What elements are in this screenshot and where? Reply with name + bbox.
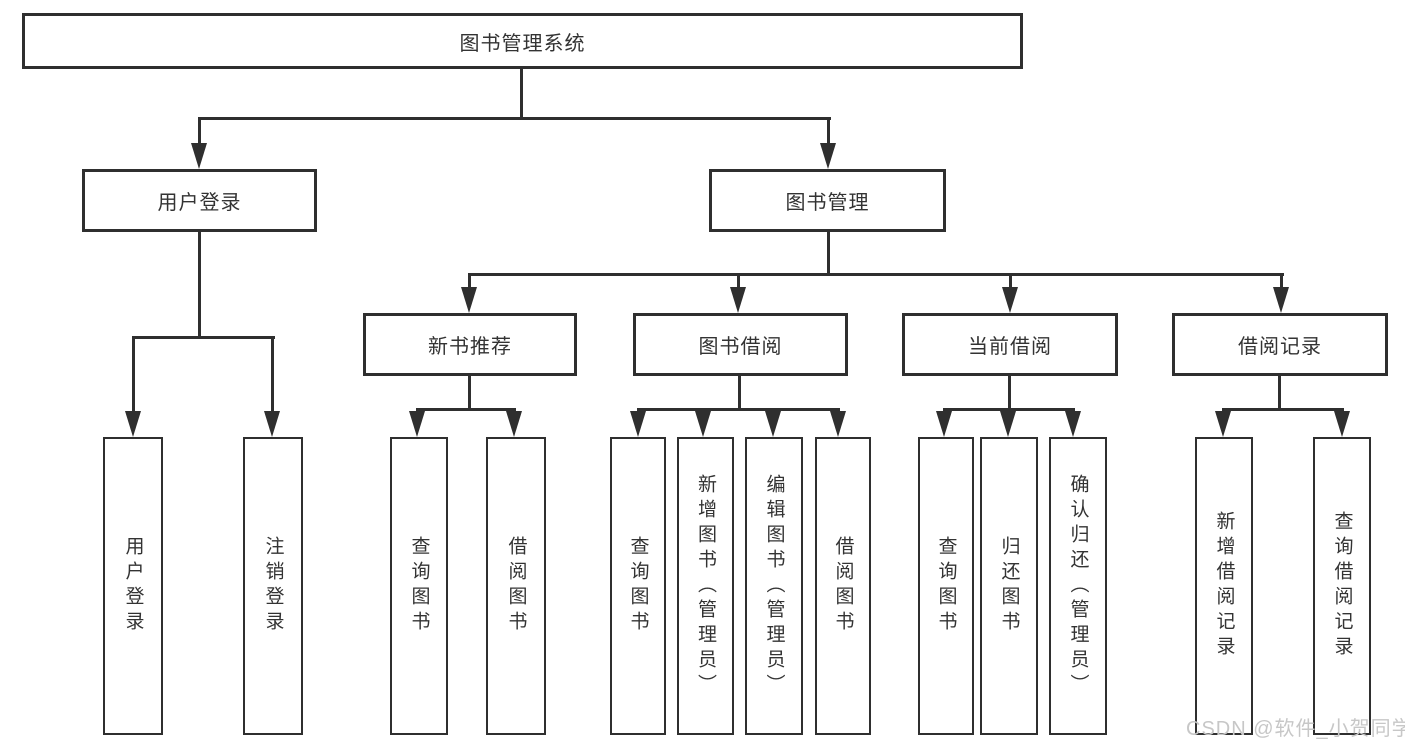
node-book-management: 图书管理 — [709, 169, 946, 232]
leaf-return-books: 归还图书 — [980, 437, 1038, 735]
arrow-down-add-books — [695, 411, 711, 437]
arrow-down-borrow-records — [1273, 287, 1289, 313]
node-root-library-system: 图书管理系统 — [22, 13, 1023, 69]
connector-current-borrow-stem — [1008, 376, 1011, 410]
connector-book-management-bar — [468, 273, 1284, 276]
leaf-label: 用户登录 — [122, 536, 144, 636]
csdn-watermark: CSDN @软件_小贺同学 — [1186, 718, 1405, 740]
arrow-down-book-management — [820, 143, 836, 169]
leaf-label: 查询借阅记录 — [1331, 511, 1353, 661]
leaf-query-books-current: 查询图书 — [918, 437, 974, 735]
connector-drop-book-borrow — [737, 273, 740, 289]
arrow-down-leaf-user-login — [125, 411, 141, 437]
connector-new-book-bar — [416, 408, 516, 411]
arrow-down-query-books-a — [409, 411, 425, 437]
leaf-query-books-borrow: 查询图书 — [610, 437, 666, 735]
node-label: 新书推荐 — [428, 336, 512, 358]
connector-drop-borrow-records — [1280, 273, 1283, 289]
connector-book-borrow-stem — [738, 376, 741, 410]
leaf-label: 确认归还（管理员） — [1067, 473, 1089, 699]
connector-drop-current-borrow — [1009, 273, 1012, 289]
arrow-down-book-borrow — [730, 287, 746, 313]
arrow-down-borrow-books-a — [506, 411, 522, 437]
arrow-down-confirm-return — [1065, 411, 1081, 437]
connector-drop-leaf-logout — [271, 336, 274, 414]
arrow-down-new-book — [461, 287, 477, 313]
connector-root-stem — [520, 69, 523, 119]
arrow-down-query-borrow-record — [1334, 411, 1350, 437]
connector-drop-new-book — [468, 273, 471, 289]
leaf-label: 编辑图书（管理员） — [763, 473, 785, 699]
connector-book-management-stem — [827, 232, 830, 276]
arrow-down-query-books-b — [630, 411, 646, 437]
leaf-label: 借阅图书 — [832, 536, 854, 636]
arrow-down-return-books — [1000, 411, 1016, 437]
node-borrow-records: 借阅记录 — [1172, 313, 1388, 376]
arrow-down-borrow-books-b — [830, 411, 846, 437]
leaf-borrow-books: 借阅图书 — [815, 437, 871, 735]
leaf-label: 查询图书 — [408, 536, 430, 636]
connector-drop-user-login — [198, 117, 201, 147]
leaf-label: 查询图书 — [935, 536, 957, 636]
leaf-add-books-admin: 新增图书（管理员） — [677, 437, 734, 735]
node-label: 图书管理 — [785, 192, 870, 214]
node-current-borrow: 当前借阅 — [902, 313, 1118, 376]
leaf-logout: 注销登录 — [243, 437, 303, 735]
leaf-edit-books-admin: 编辑图书（管理员） — [745, 437, 803, 735]
node-book-borrow: 图书借阅 — [633, 313, 848, 376]
arrow-down-current-borrow — [1002, 287, 1018, 313]
arrow-down-user-login — [191, 143, 207, 169]
connector-user-login-bar — [132, 336, 275, 339]
node-label: 当前借阅 — [968, 336, 1052, 358]
node-user-login: 用户登录 — [82, 169, 317, 232]
connector-borrow-records-stem — [1278, 376, 1281, 410]
node-new-book-recommend: 新书推荐 — [363, 313, 577, 376]
node-label: 图书管理系统 — [459, 32, 586, 55]
node-label: 借阅记录 — [1238, 336, 1322, 358]
connector-root-bar — [198, 117, 831, 120]
leaf-label: 查询图书 — [627, 536, 649, 636]
connector-book-borrow-bar — [637, 408, 840, 411]
leaf-query-borrow-record: 查询借阅记录 — [1313, 437, 1371, 735]
leaf-borrow-books-recommend: 借阅图书 — [486, 437, 546, 735]
leaf-label: 新增图书（管理员） — [695, 473, 716, 699]
arrow-down-query-books-c — [936, 411, 952, 437]
arrow-down-leaf-logout — [264, 411, 280, 437]
leaf-user-login: 用户登录 — [103, 437, 163, 735]
connector-new-book-stem — [468, 376, 471, 410]
connector-borrow-records-bar — [1222, 408, 1344, 411]
leaf-confirm-return-admin: 确认归还（管理员） — [1049, 437, 1107, 735]
leaf-label: 归还图书 — [998, 536, 1020, 636]
leaf-label: 新增借阅记录 — [1213, 511, 1235, 661]
leaf-label: 借阅图书 — [505, 536, 527, 636]
arrow-down-add-borrow-record — [1215, 411, 1231, 437]
node-label: 用户登录 — [157, 192, 242, 214]
connector-user-login-stem — [198, 232, 201, 338]
node-label: 图书借阅 — [698, 336, 783, 358]
connector-drop-book-management — [827, 117, 830, 147]
leaf-add-borrow-record: 新增借阅记录 — [1195, 437, 1253, 735]
arrow-down-edit-books — [765, 411, 781, 437]
connector-drop-leaf-user-login — [132, 336, 135, 414]
leaf-label: 注销登录 — [262, 536, 284, 636]
leaf-query-books-recommend: 查询图书 — [390, 437, 448, 735]
